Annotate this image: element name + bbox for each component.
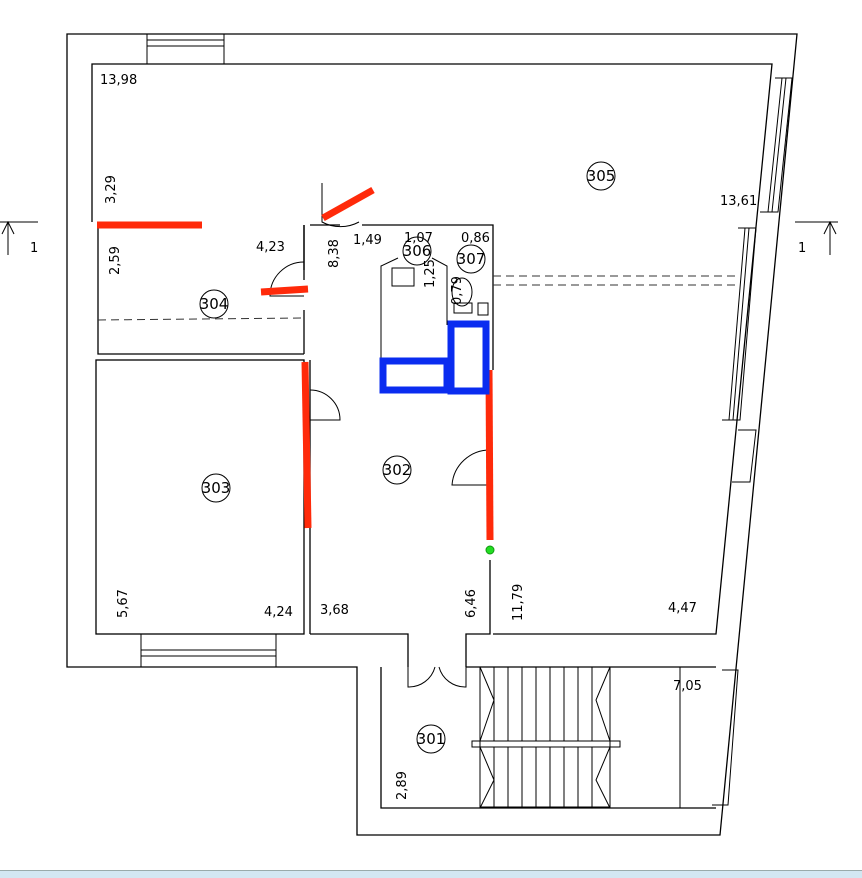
toilet-icon [451,277,473,307]
dim-label: 13,98 [100,73,137,88]
marker-point [485,545,495,555]
door-305 [451,449,491,486]
door-entry [321,183,360,228]
dim-label: 3,29 [104,175,119,204]
room-304-label: 304 [200,295,229,313]
staircase [471,666,681,809]
dim-label: 2,59 [108,246,123,275]
window-bottom [140,633,277,668]
dim-label: 11,79 [511,584,526,621]
double-door-301 [407,666,467,688]
wc-block-wall [362,224,494,370]
dim-label: 4,24 [264,605,293,620]
dim-label: 13,61 [720,194,757,209]
room-305-label: 305 [587,167,616,185]
dim-label: 1,49 [353,233,382,248]
room-labels: 305 304 303 302 301 306 307 [199,161,616,754]
door-303 [309,389,341,421]
dim-label: 1,25 [423,259,438,288]
windows-right [712,77,793,806]
sink-icon [391,267,415,287]
wall-301 [380,667,716,809]
new-fixture-1 [379,357,451,394]
bottom-bar [0,870,862,878]
dim-label: 1,07 [404,231,433,246]
section-label-right: 1 [798,241,806,256]
dim-label: 4,23 [256,240,285,255]
dim-label: 8,38 [327,239,342,268]
removed-wall-4 [301,361,312,529]
section-marker-left: 1 [0,220,38,256]
room-302-label: 302 [383,461,412,479]
section-marker-right: 1 [795,220,838,256]
dim-label: 2,89 [395,771,410,800]
removed-wall-2 [321,186,375,222]
dim-label: 3,68 [320,603,349,618]
room-301-label: 301 [417,730,446,748]
inner-wall-305 [91,63,773,635]
section-label-left: 1 [30,241,38,256]
removed-wall-3 [260,285,309,296]
dim-label: 4,47 [668,601,697,616]
room-303-label: 303 [202,479,231,497]
outer-wall [66,33,798,836]
removed-wall-5 [485,369,494,541]
window-top [146,33,225,65]
room-306-label: 306 [403,242,432,260]
dim-label: 0,79 [450,276,465,305]
room-307-label: 307 [457,250,486,268]
wall-304 [97,225,304,355]
dim-label: 7,05 [673,679,702,694]
dim-label: 6,46 [464,589,479,618]
dim-label: 5,67 [116,589,131,618]
dimension-labels: 13,98 3,29 2,59 4,23 8,38 1,49 1,07 0,86… [100,73,757,800]
new-fixture-2 [447,320,490,395]
dashed-line-304 [97,317,305,321]
dim-label: 0,86 [461,231,490,246]
